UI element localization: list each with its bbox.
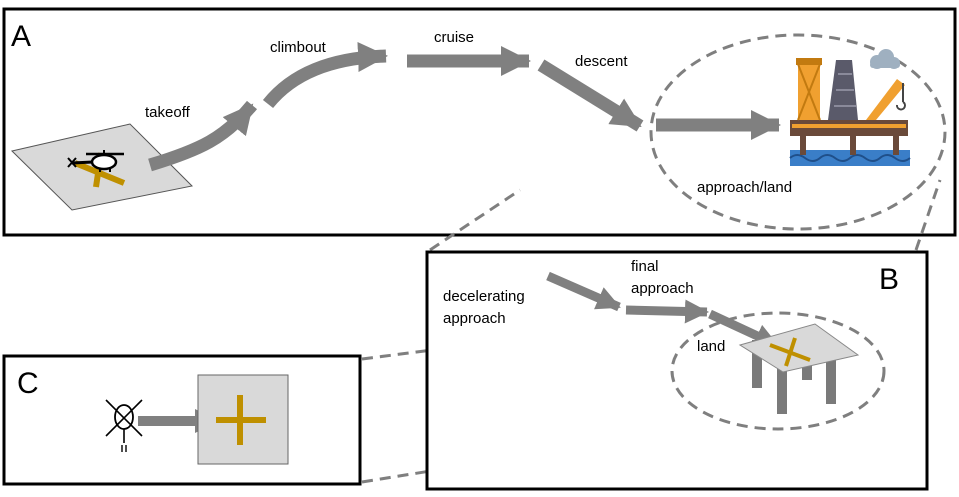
zoom-connector-a-b-left bbox=[429, 188, 521, 252]
decelerating-approach-arrow bbox=[546, 271, 621, 312]
descent-label: descent bbox=[575, 53, 628, 70]
helipad-top-view-icon bbox=[197, 374, 289, 465]
final-approach-label-line1: final bbox=[631, 258, 659, 275]
helicopter-icon bbox=[67, 150, 124, 172]
panel-c: C bbox=[2, 354, 362, 486]
descent-arrow bbox=[537, 59, 644, 132]
cloud-icon bbox=[870, 49, 900, 69]
cruise-label: cruise bbox=[434, 29, 474, 46]
land-label: land bbox=[697, 338, 725, 355]
panel-a-frame bbox=[2, 7, 957, 237]
decelerating-label-line1: decelerating bbox=[443, 288, 525, 305]
panel-c-letter: C bbox=[17, 367, 39, 400]
approach-zoom-ellipse bbox=[649, 33, 947, 231]
panel-b-letter: B bbox=[879, 263, 899, 296]
takeoff-arrow bbox=[148, 100, 258, 172]
panel-a-letter: A bbox=[11, 20, 31, 53]
crossed-helicopter-icon bbox=[105, 399, 143, 452]
final-approach-arrow bbox=[625, 299, 709, 324]
decelerating-label-line2: approach bbox=[443, 310, 506, 327]
landing-zoom-ellipse bbox=[670, 311, 886, 431]
panel-a: A takeoff climbout cruise descent approa… bbox=[2, 7, 957, 237]
takeoff-label: takeoff bbox=[145, 104, 191, 121]
elevated-helipad-icon bbox=[738, 323, 860, 414]
panel-b-frame bbox=[425, 250, 929, 491]
oil-rig-icon bbox=[789, 58, 911, 166]
climbout-arrow bbox=[262, 42, 388, 109]
zoom-connector-a-b-right bbox=[914, 179, 942, 251]
approach-land-label: approach/land bbox=[697, 179, 792, 196]
panel-b: B decelerating approach final approach l… bbox=[425, 250, 929, 491]
final-approach-label-line2: approach bbox=[631, 280, 694, 297]
climbout-label: climbout bbox=[270, 39, 327, 56]
